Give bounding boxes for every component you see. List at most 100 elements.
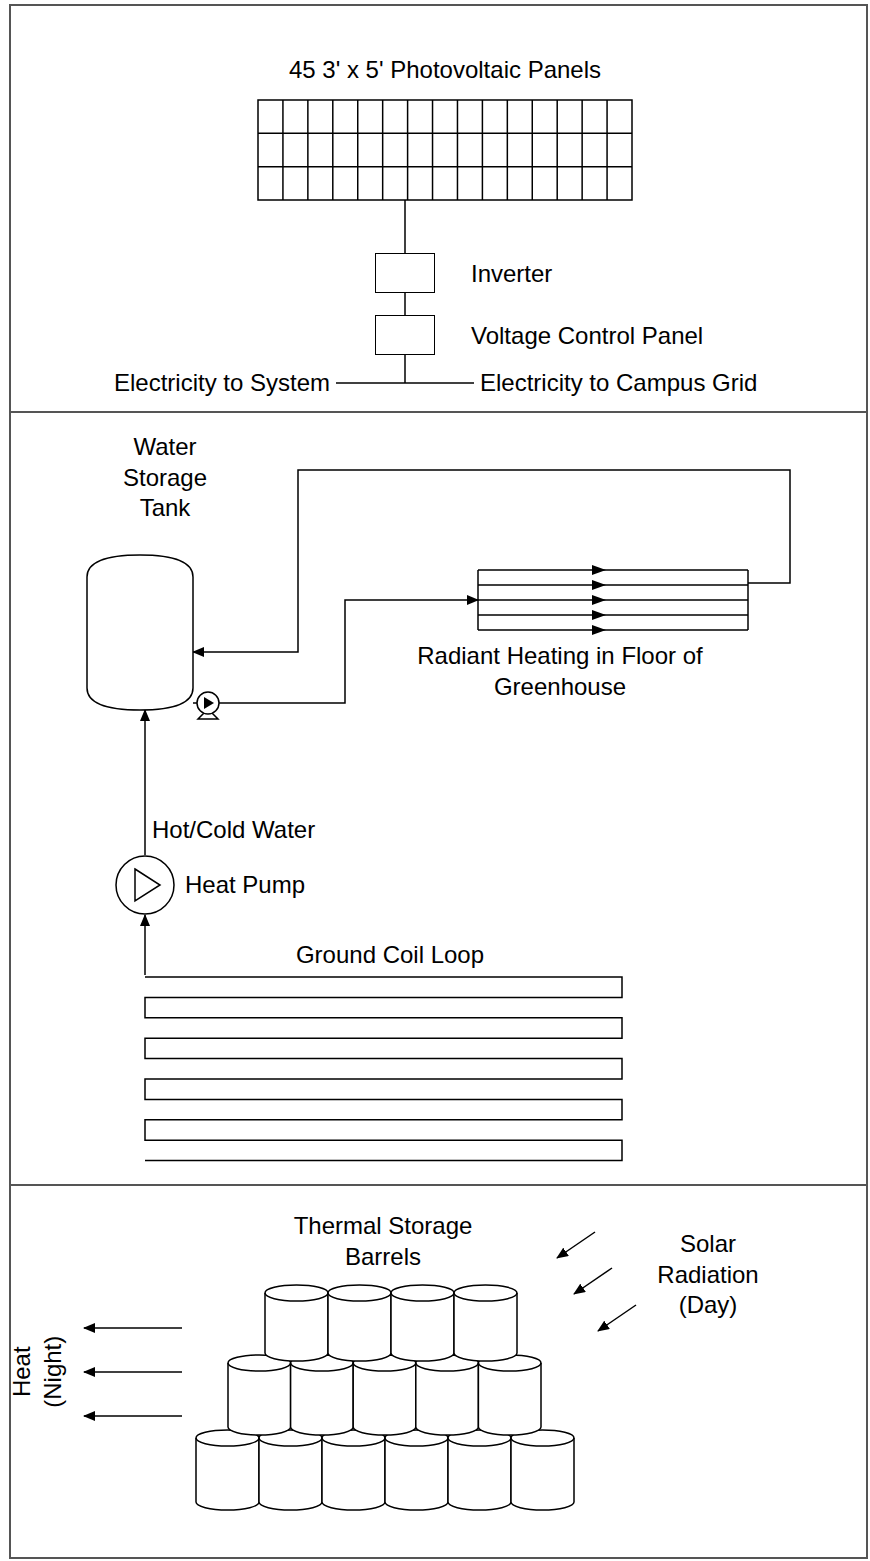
- barrel-rim: [385, 1438, 448, 1446]
- pv-cell-line: [482, 100, 484, 200]
- radiant-pipe: [478, 569, 748, 571]
- pv-cell-line: [457, 100, 459, 200]
- node-label: Heat Pump: [185, 870, 305, 901]
- radiant-pipe: [478, 614, 748, 616]
- control-panel-box: Voltage Control Panel: [375, 315, 435, 355]
- barrel: [416, 1355, 479, 1435]
- pv-cell-line: [357, 100, 359, 200]
- radiation-arrow: [598, 1305, 636, 1331]
- barrel-rim: [228, 1363, 291, 1371]
- pv-cell-line: [307, 100, 309, 200]
- heat-pump-circle: [116, 856, 174, 914]
- node-label: Thermal Storage Barrels: [263, 1211, 503, 1272]
- barrel-rim: [391, 1293, 454, 1301]
- barrel-rim: [511, 1438, 574, 1446]
- pv-cell-line: [258, 133, 632, 135]
- node-label: Water Storage Tank: [105, 432, 225, 524]
- radiant-floor-shape: [478, 568, 748, 632]
- radiant-floor: Radiant Heating in Floor of Greenhouse: [478, 568, 748, 632]
- pv-cell-line: [258, 166, 632, 168]
- outer-frame: [10, 5, 867, 1558]
- barrel: [328, 1285, 391, 1361]
- pv-cell-line: [532, 100, 534, 200]
- barrel-rim: [416, 1363, 479, 1371]
- thermal-barrels-shape: [195, 1283, 575, 1513]
- storage-tank-shape: [87, 555, 193, 710]
- barrel: [454, 1285, 517, 1361]
- barrel-rim: [353, 1363, 416, 1371]
- pipe-connector: [144, 710, 146, 855]
- pv-cell-line: [581, 100, 583, 200]
- barrel-rim: [478, 1363, 541, 1371]
- panel-divider: [10, 411, 867, 413]
- pv-array-shape: [258, 100, 632, 200]
- barrel: [391, 1285, 454, 1361]
- heat-label: Heat (Night): [7, 1327, 68, 1417]
- barrel: [448, 1430, 511, 1510]
- barrel-rim: [454, 1293, 517, 1301]
- flow-arrowhead: [592, 610, 606, 620]
- storage-tank: Water Storage Tank: [87, 555, 193, 710]
- pv-cell-line: [382, 100, 384, 200]
- pv-cell-line: [432, 100, 434, 200]
- flow-arrowhead: [592, 565, 606, 575]
- heat-pump: Heat Pump: [115, 855, 175, 915]
- heat-arrow: [84, 1415, 182, 1417]
- pv-cell-line: [507, 100, 509, 200]
- wire: [336, 382, 474, 384]
- pump-symbol: [204, 697, 214, 709]
- wire: [404, 355, 406, 383]
- radiant-pipe: [478, 629, 748, 631]
- pv-cell-line: [282, 100, 284, 200]
- heat-pump-triangle: [135, 869, 160, 901]
- barrel: [259, 1430, 322, 1510]
- output-label: Electricity to Campus Grid: [480, 368, 757, 399]
- barrel-rim: [196, 1438, 259, 1446]
- barrel: [196, 1430, 259, 1510]
- pv-array: 45 3' x 5' Photovoltaic Panels: [258, 100, 632, 200]
- barrel: [353, 1355, 416, 1435]
- node-label: Radiant Heating in Floor of Greenhouse: [405, 641, 715, 702]
- node-label: Voltage Control Panel: [471, 321, 703, 352]
- flow-arrowhead: [592, 625, 606, 635]
- ground-coil-loop: Ground Coil Loop: [145, 975, 622, 1162]
- heat-arrow: [84, 1371, 182, 1373]
- pv-cell-line: [606, 100, 608, 200]
- pipe-connector: [404, 200, 406, 253]
- pump-symbol: [197, 692, 219, 714]
- barrel-rim: [265, 1293, 328, 1301]
- radiation-arrow: [557, 1232, 595, 1258]
- node-label: Inverter: [471, 259, 552, 290]
- radiation-label: Solar Radiation (Day): [646, 1229, 771, 1321]
- barrel-rim: [291, 1363, 354, 1371]
- radiant-pipe: [478, 584, 748, 586]
- tank-outline: [87, 555, 193, 710]
- barrel-rim: [328, 1293, 391, 1301]
- pipe-connector: [144, 915, 146, 975]
- barrel: [291, 1355, 354, 1435]
- pv-cell-line: [407, 100, 409, 200]
- flow-arrowhead: [592, 595, 606, 605]
- panel-divider: [10, 1184, 867, 1186]
- ground-coil-loop-shape: [145, 975, 622, 1162]
- barrel: [228, 1355, 291, 1435]
- radiation-arrow: [574, 1268, 612, 1294]
- node-label: 45 3' x 5' Photovoltaic Panels: [289, 55, 601, 86]
- pipe-connector: [193, 470, 790, 652]
- barrel: [265, 1285, 328, 1361]
- inverter-box: Inverter: [375, 253, 435, 293]
- barrel-rim: [448, 1438, 511, 1446]
- radiant-pipe: [478, 599, 748, 601]
- ground-coil: [145, 977, 622, 1161]
- barrel: [478, 1355, 541, 1435]
- barrel: [511, 1430, 574, 1510]
- node-label: Ground Coil Loop: [296, 940, 484, 971]
- pipe-connector: [404, 293, 406, 315]
- barrel: [385, 1430, 448, 1510]
- pv-cell-line: [556, 100, 558, 200]
- pv-array-outline: [258, 100, 632, 200]
- barrel: [322, 1430, 385, 1510]
- output-label: Electricity to System: [114, 368, 330, 399]
- pv-cell-line: [332, 100, 334, 200]
